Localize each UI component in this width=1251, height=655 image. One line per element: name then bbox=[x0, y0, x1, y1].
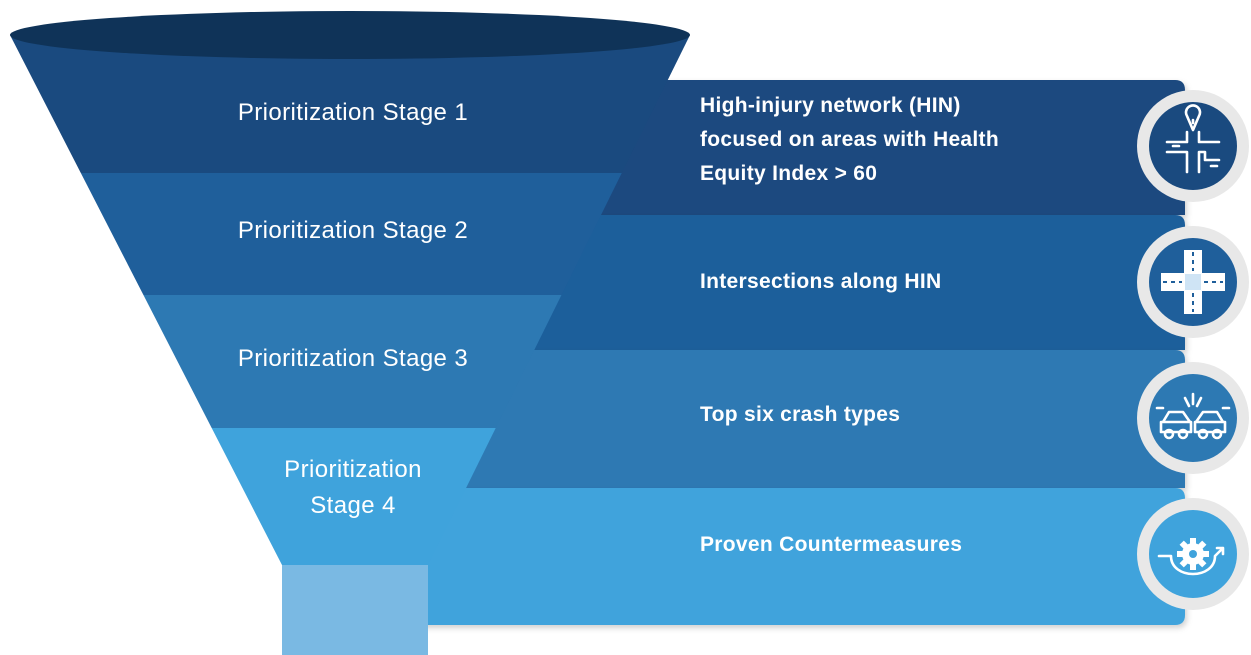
stage-band-3 bbox=[410, 350, 1185, 488]
car-crash-icon bbox=[1137, 362, 1249, 474]
funnel-labels: Prioritization Stage 1 Prioritization Sta… bbox=[238, 99, 468, 519]
countermeasure-gear-icon bbox=[1137, 498, 1249, 610]
funnel-segment-2 bbox=[80, 173, 622, 295]
icon-disc bbox=[1149, 102, 1237, 190]
funnel-label-stage-4: Prioritization bbox=[284, 456, 422, 483]
band-label-stage-1: focused on areas with Health bbox=[700, 128, 999, 151]
band-label-stage-2: Intersections along HIN bbox=[700, 270, 941, 293]
funnel-label-stage-3: Prioritization Stage 3 bbox=[238, 345, 468, 372]
funnel-segment-3 bbox=[143, 295, 562, 428]
funnel-rim bbox=[10, 11, 690, 59]
funnel-label-stage-2: Prioritization Stage 2 bbox=[238, 217, 468, 244]
stage-band-2 bbox=[410, 215, 1185, 350]
intersection-icon bbox=[1137, 226, 1249, 338]
road-network-alert-icon bbox=[1137, 90, 1249, 202]
funnel-segment-4 bbox=[211, 428, 496, 565]
funnel bbox=[10, 11, 690, 655]
icon-disc bbox=[1149, 374, 1237, 462]
funnel-label-stage-1: Prioritization Stage 1 bbox=[238, 99, 468, 126]
stage-band-4 bbox=[410, 488, 1185, 625]
stage-icons bbox=[1137, 90, 1249, 610]
band-label-stage-1: Equity Index > 60 bbox=[700, 162, 877, 185]
band-label-stage-3: Top six crash types bbox=[700, 403, 900, 426]
band-label-stage-4: Proven Countermeasures bbox=[700, 533, 962, 556]
funnel-spout bbox=[282, 565, 428, 655]
band-label-stage-1: High-injury network (HIN) bbox=[700, 94, 961, 117]
funnel-segment-1 bbox=[10, 35, 690, 173]
band-labels: High-injury network (HIN) focused on area… bbox=[700, 94, 999, 556]
funnel-label-stage-4: Stage 4 bbox=[310, 492, 396, 519]
